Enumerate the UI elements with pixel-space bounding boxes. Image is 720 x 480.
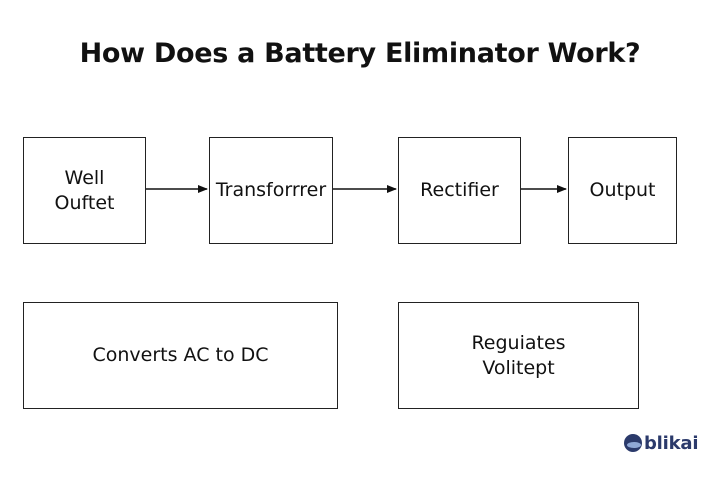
- node-output: Output: [568, 137, 677, 244]
- node-converts-ac-to-dc: Converts AC to DC: [23, 302, 338, 409]
- node-wall-outlet: Well Ouftet: [23, 137, 146, 244]
- diagram-title: How Does a Battery Eliminator Work?: [79, 38, 641, 69]
- brand-logo: blikai: [624, 428, 699, 458]
- node-regulates-voltage: Reguiates Volitept: [398, 302, 639, 409]
- logo-text: blikai: [644, 432, 699, 454]
- logo-icon: [624, 434, 642, 452]
- node-rectifier: Rectifier: [398, 137, 521, 244]
- node-transformer: Transforrrer: [209, 137, 333, 244]
